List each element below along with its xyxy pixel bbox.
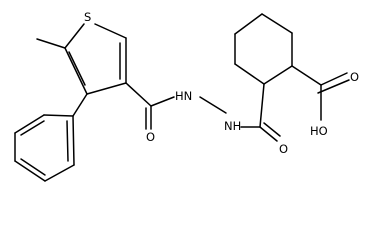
bond-ph-2 [14, 114, 45, 134]
bond-cy-4 [261, 13, 293, 34]
chemical-structure-diagram: S O HN NH O O HO [14, 10, 359, 182]
bond-s-c2 [64, 23, 85, 49]
bond-cy-cooh [291, 65, 322, 86]
bond-c3-c2 [64, 47, 88, 95]
bond-carbonyl2-o [259, 126, 278, 142]
atom-label-oxygen-right: O [279, 142, 288, 156]
atom-label-nh: NH [224, 119, 241, 133]
bond-ph-1 [43, 114, 74, 117]
bond-c3-c2-inner [68, 51, 86, 86]
atom-label-hn: HN [175, 89, 192, 103]
bond-carbonyl-cyclohexyl [259, 83, 265, 128]
amide-left [125, 82, 175, 130]
bond-ph-6-inner [66, 120, 69, 162]
atom-label-oxygen-left: O [146, 130, 155, 144]
bond-c4-c3 [86, 82, 127, 95]
bond-cy-3 [234, 13, 263, 35]
bond-c3-phenyl [72, 93, 88, 117]
bond-carbonyl-n [150, 96, 175, 107]
atom-label-hydroxyl: HO [310, 124, 328, 138]
bond-ph-6 [72, 115, 75, 166]
bond-cy-6 [263, 65, 293, 85]
atom-label-sulfur: S [84, 10, 91, 24]
bond-c4-carbonyl [125, 82, 152, 107]
bond-ph-4 [14, 160, 46, 182]
atom-label-oxygen-carboxyl: O [350, 70, 359, 84]
bond-s-c5 [94, 23, 127, 39]
bond-ph-4-inner [20, 158, 46, 176]
bond-n-n [199, 96, 227, 114]
bond-methyl [36, 38, 66, 49]
bond-cooh-o-double [317, 79, 350, 94]
bond-ph-2-inner [20, 120, 45, 136]
amide-right [240, 83, 281, 142]
thiophene-ring [64, 23, 127, 95]
cyclohexane-ring [234, 13, 293, 85]
bond-cy-1 [234, 63, 265, 85]
bond-ph-5 [44, 164, 75, 182]
bond-cooh-o [320, 72, 348, 86]
carboxylic-acid [291, 65, 350, 121]
bond-carbonyl2-o-double [263, 122, 281, 137]
phenyl-ring [14, 93, 88, 182]
